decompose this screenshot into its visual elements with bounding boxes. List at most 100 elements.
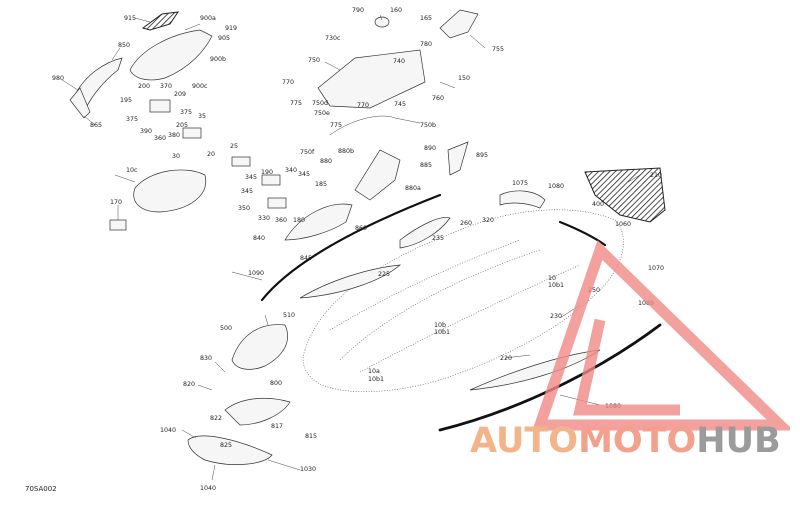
hull-deck-lines: [329, 239, 581, 373]
callout-345a: 345: [245, 174, 257, 181]
callout-225: 225: [378, 271, 390, 278]
callout-900a: 900a: [200, 15, 216, 22]
callout-1089: 1089: [638, 300, 654, 307]
callout-1080b: 1080: [605, 403, 621, 410]
bumper-1075: [499, 190, 546, 209]
callout-770b: 770: [357, 102, 369, 109]
callout-840: 840: [253, 235, 265, 242]
callout-880b: 880b: [338, 148, 354, 155]
panel-880a: [354, 149, 401, 201]
callout-750d: 750d: [312, 100, 328, 107]
panel-895: [447, 141, 469, 176]
callout-730c: 730c: [325, 35, 341, 42]
watermark-text: AUTOMOTOHUB: [470, 423, 781, 459]
callout-360: 360: [154, 135, 166, 142]
callout-790: 790: [352, 7, 364, 14]
diagram-reference-code: 70SA002: [25, 485, 57, 493]
callout-380: 380: [168, 132, 180, 139]
callout-890: 890: [424, 145, 436, 152]
callout-1030: 1030: [300, 466, 316, 473]
callout-1070: 1070: [648, 265, 664, 272]
callout-30: 30: [172, 153, 180, 160]
callout-1040a: 1040: [160, 427, 176, 434]
callout-10: 10: [548, 275, 556, 282]
callout-817: 817: [271, 423, 283, 430]
callout-210: 210: [650, 172, 662, 179]
callout-500: 500: [220, 325, 232, 332]
rubrail-1090: [260, 193, 442, 302]
callout-850: 850: [118, 42, 130, 49]
callout-labels: 915 900a 919 905 850 900b 980 900c 865 2…: [52, 7, 664, 492]
watermark-hub: HUB: [696, 421, 781, 461]
callout-235: 235: [432, 235, 444, 242]
callout-170: 170: [110, 199, 122, 206]
callout-825: 825: [220, 442, 232, 449]
callout-195: 195: [120, 97, 132, 104]
bracket-205: [149, 99, 171, 113]
callout-1040b: 1040: [200, 485, 216, 492]
callout-370: 370: [160, 83, 172, 90]
callout-400: 400: [592, 201, 604, 208]
callout-1090: 1090: [248, 270, 264, 277]
latch-25: [231, 156, 251, 167]
callout-150: 150: [458, 75, 470, 82]
callout-35: 35: [198, 113, 206, 120]
callout-209: 209: [174, 91, 186, 98]
latch-350: [267, 197, 287, 209]
callout-320: 320: [482, 217, 494, 224]
trim-865: [69, 87, 91, 119]
callout-10c: 10c: [126, 167, 138, 174]
callout-775b: 775: [330, 122, 342, 129]
handle-755: [439, 9, 479, 39]
callout-800: 800: [270, 380, 282, 387]
callout-350: 350: [238, 205, 250, 212]
callout-830: 830: [200, 355, 212, 362]
hull-body: [302, 209, 624, 392]
callout-160: 160: [390, 7, 402, 14]
callout-230: 230: [550, 313, 562, 320]
callout-10b: 10b: [434, 322, 446, 329]
callout-750b: 750b: [420, 122, 436, 129]
callout-780: 780: [420, 41, 432, 48]
callout-895: 895: [476, 152, 488, 159]
callout-775a: 775: [290, 100, 302, 107]
bow-cap-500: [231, 324, 288, 370]
callout-10b1b: 10b1: [434, 329, 450, 336]
callout-510: 510: [283, 312, 295, 319]
callout-10a: 10a: [368, 368, 380, 375]
mat-210: [584, 167, 666, 223]
bow-bumper-1040: [187, 435, 273, 465]
callout-750f: 750f: [300, 149, 315, 156]
callout-1060: 1060: [615, 221, 631, 228]
callout-10b1a: 10b1: [548, 282, 564, 289]
callout-200: 200: [138, 83, 150, 90]
callout-770a: 770: [282, 79, 294, 86]
panel-915: [141, 11, 180, 31]
callout-755: 755: [492, 46, 504, 53]
callout-360b: 360: [275, 217, 287, 224]
callout-915: 915: [124, 15, 136, 22]
watermark-moto: MOTO: [578, 421, 697, 461]
callout-880: 880: [320, 158, 332, 165]
trim-225: [299, 264, 402, 299]
bracket-380: [182, 127, 202, 139]
callout-750: 750: [308, 57, 320, 64]
callout-390: 390: [140, 128, 152, 135]
trim-220: [469, 349, 601, 391]
callout-885: 885: [420, 162, 432, 169]
callout-10b1c: 10b1: [368, 376, 384, 383]
callout-345c: 345: [241, 188, 253, 195]
callout-185: 185: [315, 181, 327, 188]
callout-340: 340: [285, 167, 297, 174]
side-panel-850: [74, 57, 123, 111]
callout-740: 740: [393, 58, 405, 65]
deck-seal-750b: [329, 115, 396, 136]
latch-185: [261, 174, 281, 186]
bow-trim-800: [224, 397, 291, 426]
callout-1075: 1075: [512, 180, 528, 187]
callout-980: 980: [52, 75, 64, 82]
callout-860: 860: [355, 225, 367, 232]
watermark-auto: AUTO: [470, 421, 579, 461]
callout-865: 865: [90, 122, 102, 129]
